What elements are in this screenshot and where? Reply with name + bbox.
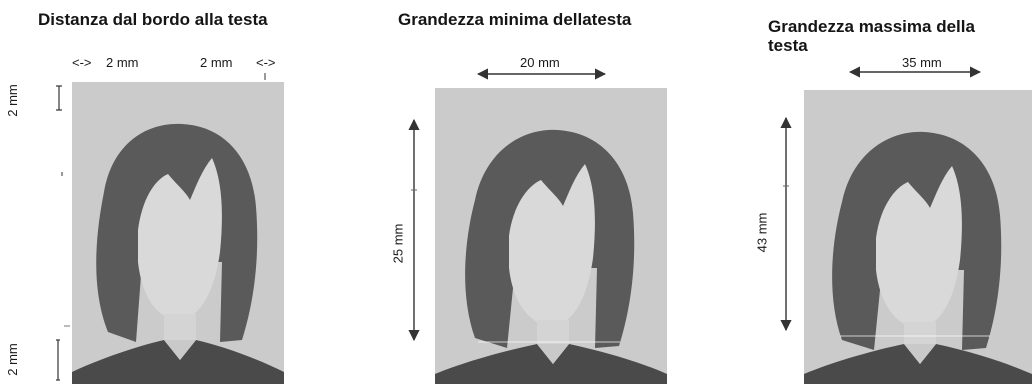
portrait-photo-1 bbox=[72, 82, 284, 384]
bottom-margin-bracket bbox=[56, 339, 60, 381]
panel-3-title-line-1: Grandezza massima della bbox=[768, 17, 975, 36]
right-margin-value: 2 mm bbox=[200, 55, 233, 70]
panel-1-title: Distanza dal bordo alla testa bbox=[38, 10, 268, 29]
left-margin-value: 2 mm bbox=[106, 55, 139, 70]
panel-2-title: Grandezza minima dellatesta bbox=[398, 10, 632, 29]
portrait-photo-3 bbox=[804, 90, 1032, 384]
left-margin-arrow: <-> bbox=[72, 55, 92, 70]
min-width-value: 20 mm bbox=[520, 55, 560, 70]
panel-3-title-line-2: testa bbox=[768, 36, 808, 55]
portrait-photo-2 bbox=[435, 88, 667, 384]
right-margin-arrow: <-> bbox=[256, 55, 276, 70]
top-margin-bracket bbox=[56, 85, 62, 111]
max-width-value: 35 mm bbox=[902, 55, 942, 70]
